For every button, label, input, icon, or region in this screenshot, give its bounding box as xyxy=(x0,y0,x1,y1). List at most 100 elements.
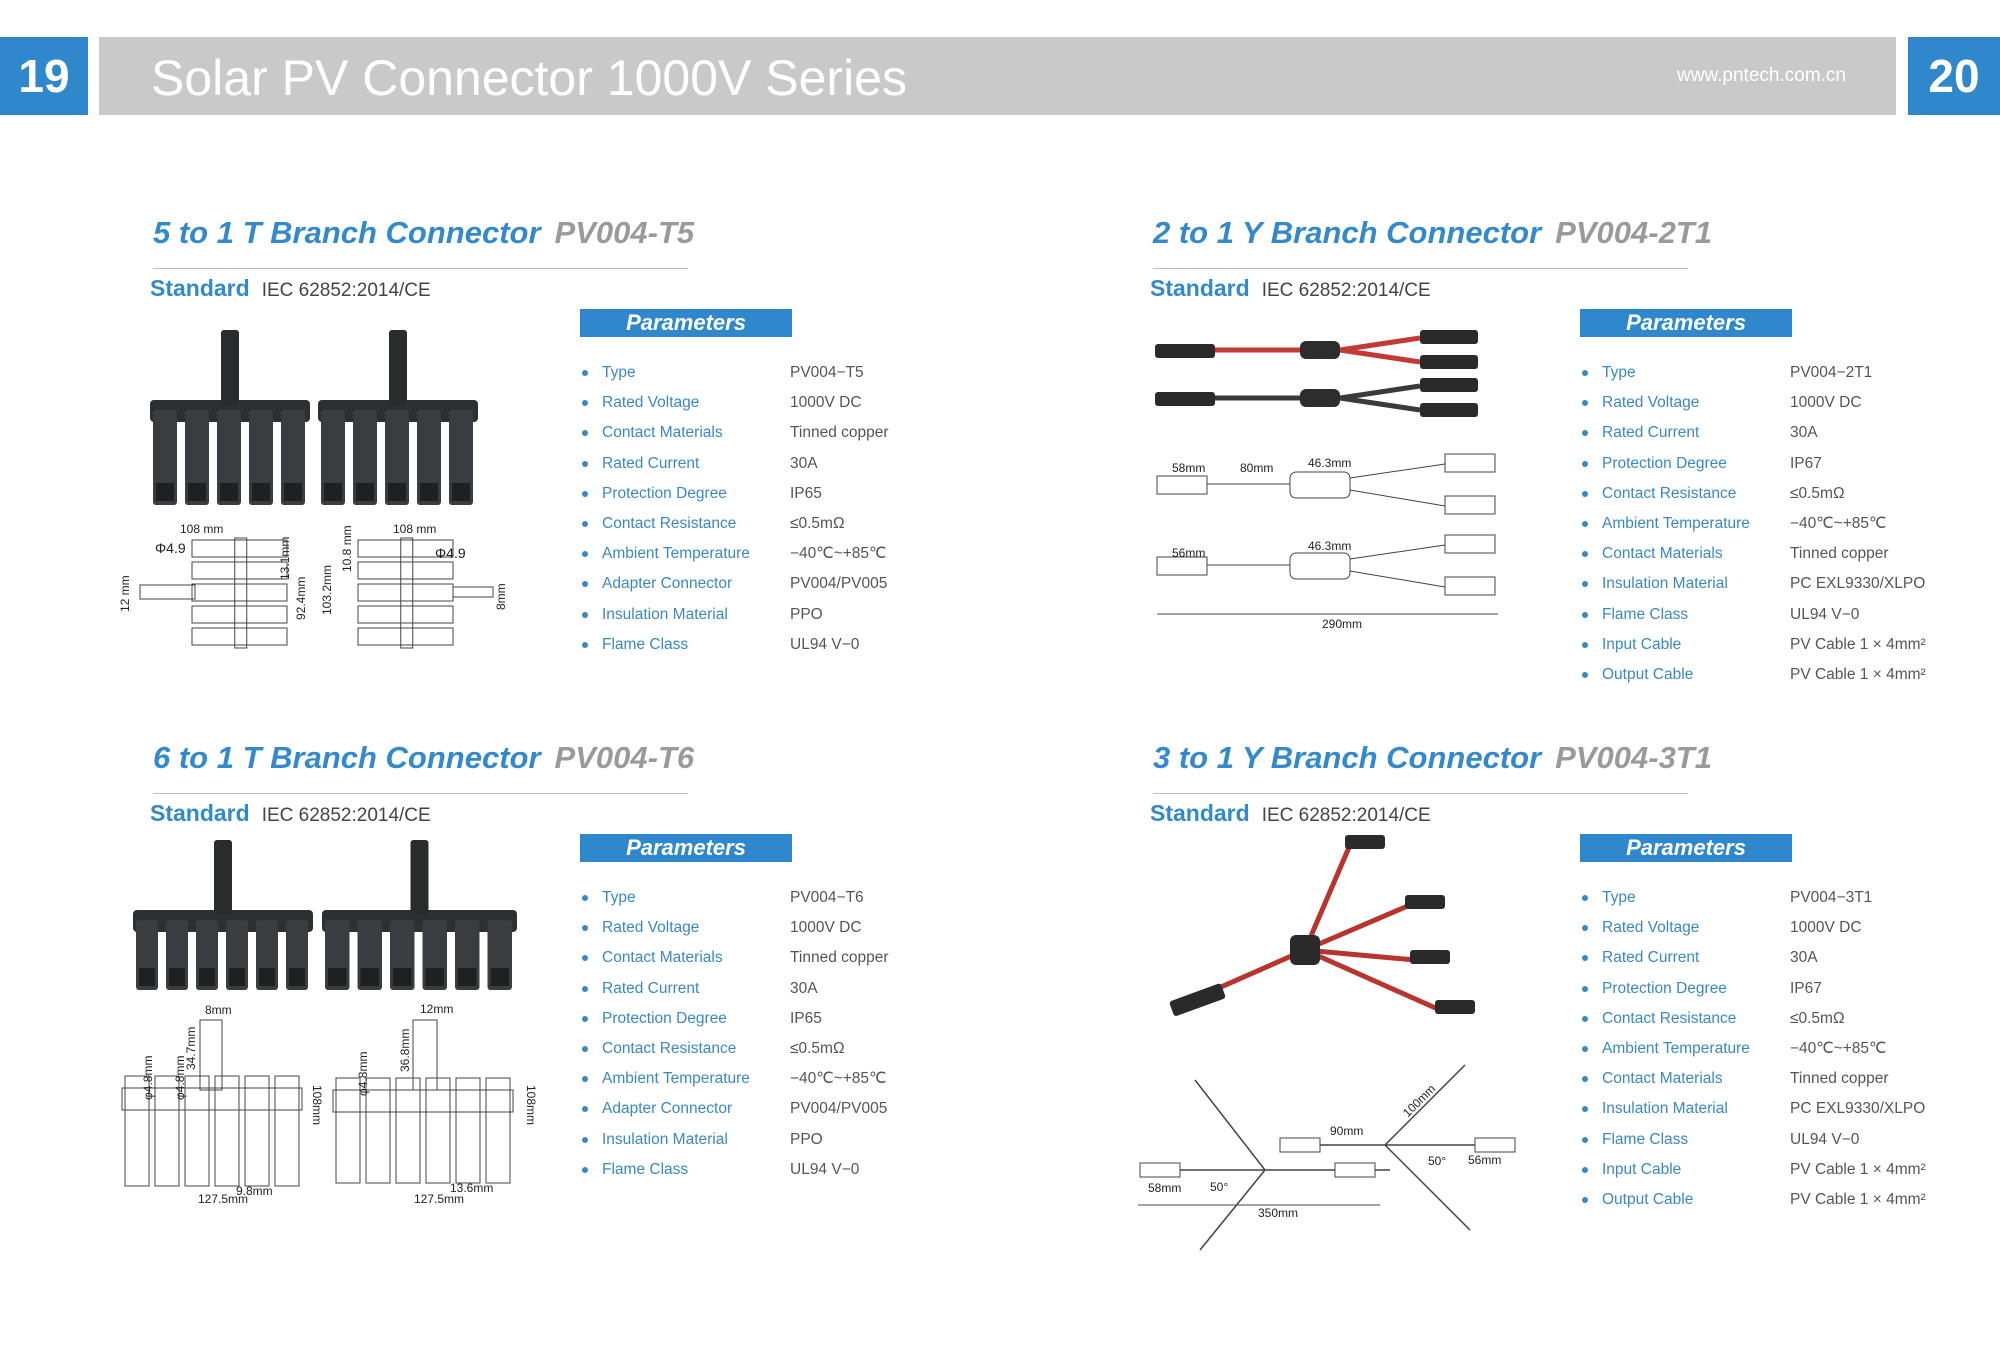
param-value: IP67 xyxy=(1790,979,1822,997)
bullet-icon xyxy=(1582,581,1588,588)
photo-t5-a-leg xyxy=(217,410,241,505)
standard-label: Standard xyxy=(150,800,250,826)
drawing-t6-a-leg xyxy=(124,1075,150,1187)
param-value: ≤0.5mΩ xyxy=(790,514,845,532)
drawing-t6-b-leg xyxy=(425,1077,451,1184)
parameters-heading: Parameters xyxy=(1580,834,1792,862)
drawing-t5-a-leg xyxy=(191,627,288,646)
drawing-t6-b-leg xyxy=(365,1077,391,1184)
param-row: Input Cable PV Cable 1 × 4mm² xyxy=(1582,1160,1982,1190)
photo-t6-b-leg-tip xyxy=(425,968,444,986)
photo-t5-a-leg-tip xyxy=(220,483,238,501)
parameters-heading: Parameters xyxy=(580,309,792,337)
photo-t5-b-leg-tip xyxy=(388,483,406,501)
standard-label: Standard xyxy=(1150,275,1250,301)
dimension-label: 13.6mm xyxy=(450,1181,494,1195)
bullet-icon xyxy=(582,490,588,497)
drawing-t6-a-bar xyxy=(121,1087,303,1111)
param-row: Flame Class UL94 V−0 xyxy=(582,635,982,665)
drawing-t6-b-leg xyxy=(485,1077,511,1184)
drawing-t6-a-leg xyxy=(184,1075,210,1187)
product-code: PV004-2T1 xyxy=(1555,215,1712,250)
bullet-icon xyxy=(1582,955,1588,962)
photo-t6-a-leg-tip xyxy=(199,968,215,986)
photo-t6-b-leg-tip xyxy=(360,968,379,986)
dimension-label: 350mm xyxy=(1258,1206,1299,1220)
drawing-t5-a-leg xyxy=(191,583,288,602)
param-row: Rated Voltage 1000V DC xyxy=(582,393,982,423)
param-value: −40℃~+85℃ xyxy=(790,1070,887,1088)
drawing-3t1-connector xyxy=(1474,1137,1516,1153)
param-label: Rated Current xyxy=(1602,949,1700,967)
photo-t6-b-leg-tip xyxy=(490,968,509,986)
bullet-icon xyxy=(582,611,588,618)
parameters-list: Type PV004−T5 Rated Voltage 1000V DC Con… xyxy=(582,363,982,665)
param-row: Adapter Connector PV004/PV005 xyxy=(582,1099,982,1129)
photo-2t1-input-connector xyxy=(1155,344,1215,358)
photo-t6-a-leg-tip xyxy=(169,968,185,986)
bullet-icon xyxy=(1582,1076,1588,1083)
param-label: Contact Materials xyxy=(1602,545,1723,563)
drawing-t6-a-leg xyxy=(244,1075,270,1187)
param-value: PC EXL9330/XLPO xyxy=(1790,1100,1926,1118)
photo-3t1-connector xyxy=(1345,835,1385,849)
param-row: Output Cable PV Cable 1 × 4mm² xyxy=(1582,665,1982,695)
drawing-2t1-splitter xyxy=(1289,471,1351,499)
bullet-icon xyxy=(582,551,588,558)
drawing-t6-b-leg xyxy=(335,1077,361,1184)
param-value: 1000V DC xyxy=(790,919,862,937)
param-label: Rated Voltage xyxy=(1602,394,1700,412)
param-row: Type PV004−2T1 xyxy=(1582,363,1982,393)
dimension-label: 13.1mm xyxy=(278,536,292,580)
photo-t5-b-leg xyxy=(417,410,441,505)
photo-t6-a-leg-tip xyxy=(139,968,155,986)
param-label: Ambient Temperature xyxy=(1602,1039,1750,1057)
dimension-label: 103.2mm xyxy=(320,564,334,615)
photo-t5-b-leg xyxy=(321,410,345,505)
param-row: Insulation Material PC EXL9330/XLPO xyxy=(1582,1099,1982,1129)
dimension-label: 46.3mm xyxy=(1308,539,1352,553)
bullet-icon xyxy=(582,581,588,588)
drawing-t5-a-leg xyxy=(191,605,288,624)
bullet-icon xyxy=(582,641,588,648)
bullet-icon xyxy=(582,370,588,376)
photo-t5-b-leg xyxy=(385,410,409,505)
param-value: UL94 V−0 xyxy=(1790,1130,1860,1148)
dimension-label: 9.8mm xyxy=(236,1184,273,1198)
bullet-icon xyxy=(1582,460,1588,467)
param-value: IP65 xyxy=(790,484,822,502)
bullet-icon xyxy=(1582,671,1588,678)
param-row: Type PV004−T6 xyxy=(582,888,982,918)
param-value: PPO xyxy=(790,1130,823,1148)
param-row: Contact Resistance ≤0.5mΩ xyxy=(1582,484,1982,514)
bullet-icon xyxy=(582,460,588,467)
bullet-icon xyxy=(582,895,588,901)
param-label: Adapter Connector xyxy=(602,1100,733,1118)
bullet-icon xyxy=(582,985,588,992)
param-row: Protection Degree IP65 xyxy=(582,1009,982,1039)
param-label: Protection Degree xyxy=(602,484,727,502)
bullet-icon xyxy=(1582,430,1588,437)
param-row: Contact Materials Tinned copper xyxy=(582,948,982,978)
bullet-icon xyxy=(1582,925,1588,932)
photo-3t1-connector xyxy=(1435,1000,1475,1014)
param-value: 1000V DC xyxy=(790,394,862,412)
param-row: Input Cable PV Cable 1 × 4mm² xyxy=(1582,635,1982,665)
param-row: Insulation Material PPO xyxy=(582,605,982,635)
param-label: Contact Resistance xyxy=(602,514,737,532)
param-label: Contact Materials xyxy=(602,424,723,442)
dimension-label: 90mm xyxy=(1330,1124,1364,1138)
param-label: Insulation Material xyxy=(1602,575,1728,593)
param-label: Contact Resistance xyxy=(602,1039,737,1057)
bullet-icon xyxy=(1582,370,1588,376)
dimension-label: 46.3mm xyxy=(1308,456,1352,470)
drawing-t6-b-leg xyxy=(455,1077,481,1184)
param-value: −40℃~+85℃ xyxy=(1790,1039,1887,1057)
bullet-icon xyxy=(582,1136,588,1143)
drawing-3t1-connector xyxy=(1334,1162,1376,1178)
